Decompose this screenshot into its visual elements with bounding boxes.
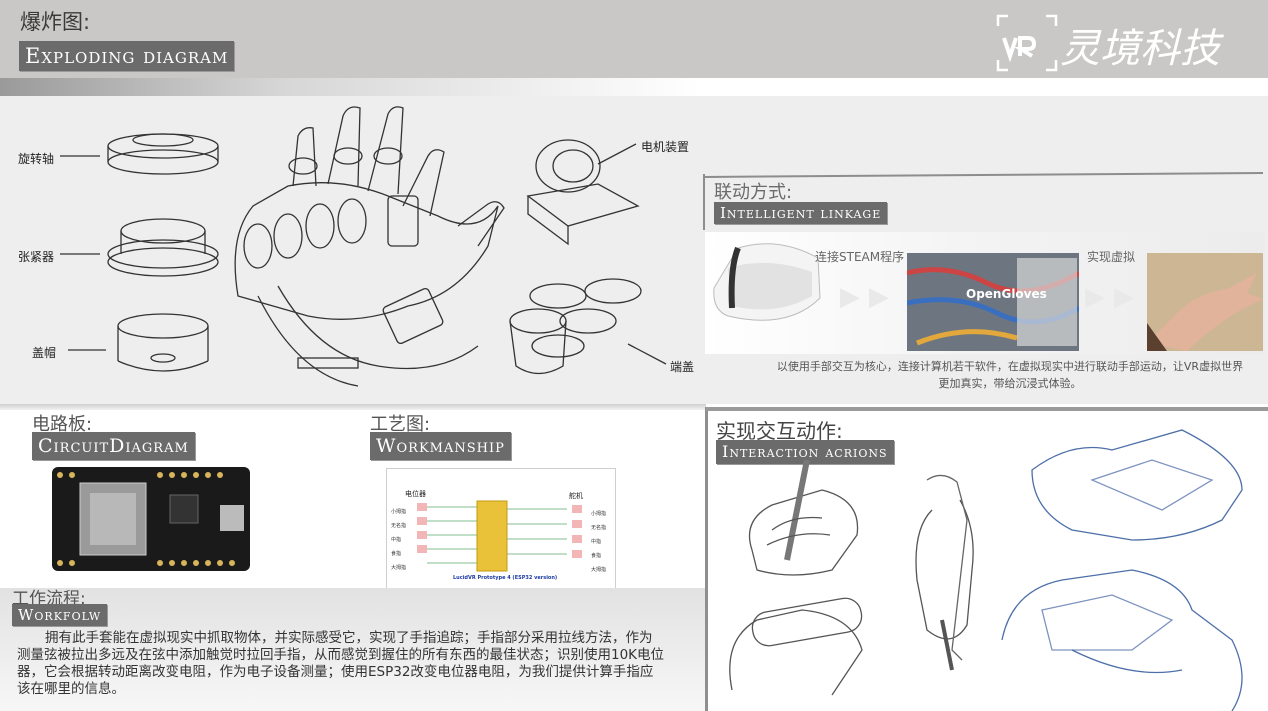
header-gradient-strip	[0, 78, 700, 96]
step-connect-steam: 连接STEAM程序	[815, 250, 905, 264]
openglove-image	[907, 253, 1079, 351]
label-motor: 电机装置	[641, 140, 690, 154]
schematic-finger-labels-left: 小拇指 无名指 中指 食指 大拇指	[391, 509, 407, 571]
wiring-schematic: 电位器 舵机 小拇指 无名指 中指 食指 大拇指 小拇指 无名指 中指 食指 大…	[386, 468, 616, 592]
right-top-divider	[706, 407, 1268, 411]
arrow-icon: ▶ ▶	[1085, 282, 1135, 312]
right-divider	[705, 407, 708, 711]
workmanship-title-en: Workmanship	[370, 432, 511, 460]
label-cap: 盖帽	[32, 346, 57, 360]
vr-logo-icon	[994, 12, 1060, 74]
linkage-divider-left	[703, 174, 705, 230]
interaction-sketches	[712, 420, 1268, 711]
linkage-caption-line1: 以使用手部交互为核心，连接计算机若干软件，在虚拟现实中进行联动手部运动，让VR虚…	[776, 360, 1244, 373]
interaction-title-cn: 实现交互动作:	[716, 419, 843, 443]
schematic-prototype-title: LucidVR Prototype 4 (ESP32 version)	[453, 575, 558, 581]
linkage-title-en: Intelligent linkage	[714, 202, 888, 224]
workmanship-title-cn: 工艺图:	[370, 414, 431, 435]
vr-headset-image	[708, 238, 836, 338]
workflow-title-en: Workfolw	[12, 604, 108, 626]
workflow-description: 拥有此手套能在虚拟现实中抓取物体，并实际感受它，实现了手指追踪；手指部分采用拉线…	[17, 630, 665, 697]
brand-name: 灵境科技	[1060, 26, 1220, 72]
circuit-title-cn: 电路板:	[32, 414, 93, 435]
section-separator	[0, 404, 706, 410]
schematic-finger-labels-right: 小拇指 无名指 中指 食指 大拇指	[591, 511, 607, 573]
page-title-en: Exploding diagram	[19, 41, 235, 71]
workflow-panel	[0, 588, 705, 711]
linkage-title-cn: 联动方式:	[714, 182, 793, 203]
page-title-cn: 爆炸图:	[20, 10, 91, 34]
linkage-caption-line2: 更加真实，带给沉浸式体验。	[938, 377, 1082, 390]
openglove-label: OpenGloves	[966, 287, 1047, 301]
schematic-potentiometer-label: 电位器	[405, 490, 426, 498]
esp32-board-image	[50, 465, 252, 573]
step-realize-virtual: 实现虚拟	[1087, 250, 1136, 264]
schematic-servo-label: 舵机	[569, 492, 583, 500]
label-end-cap: 端盖	[670, 360, 695, 374]
circuit-title-en: CircuitDiagram	[32, 432, 195, 460]
virtual-hand-image	[1147, 253, 1263, 351]
label-rotation-shaft: 旋转轴	[18, 152, 55, 166]
label-tensioner: 张紧器	[18, 250, 55, 264]
arrow-icon: ▶ ▶	[840, 282, 890, 312]
exploded-sketch-illustration	[58, 96, 698, 404]
